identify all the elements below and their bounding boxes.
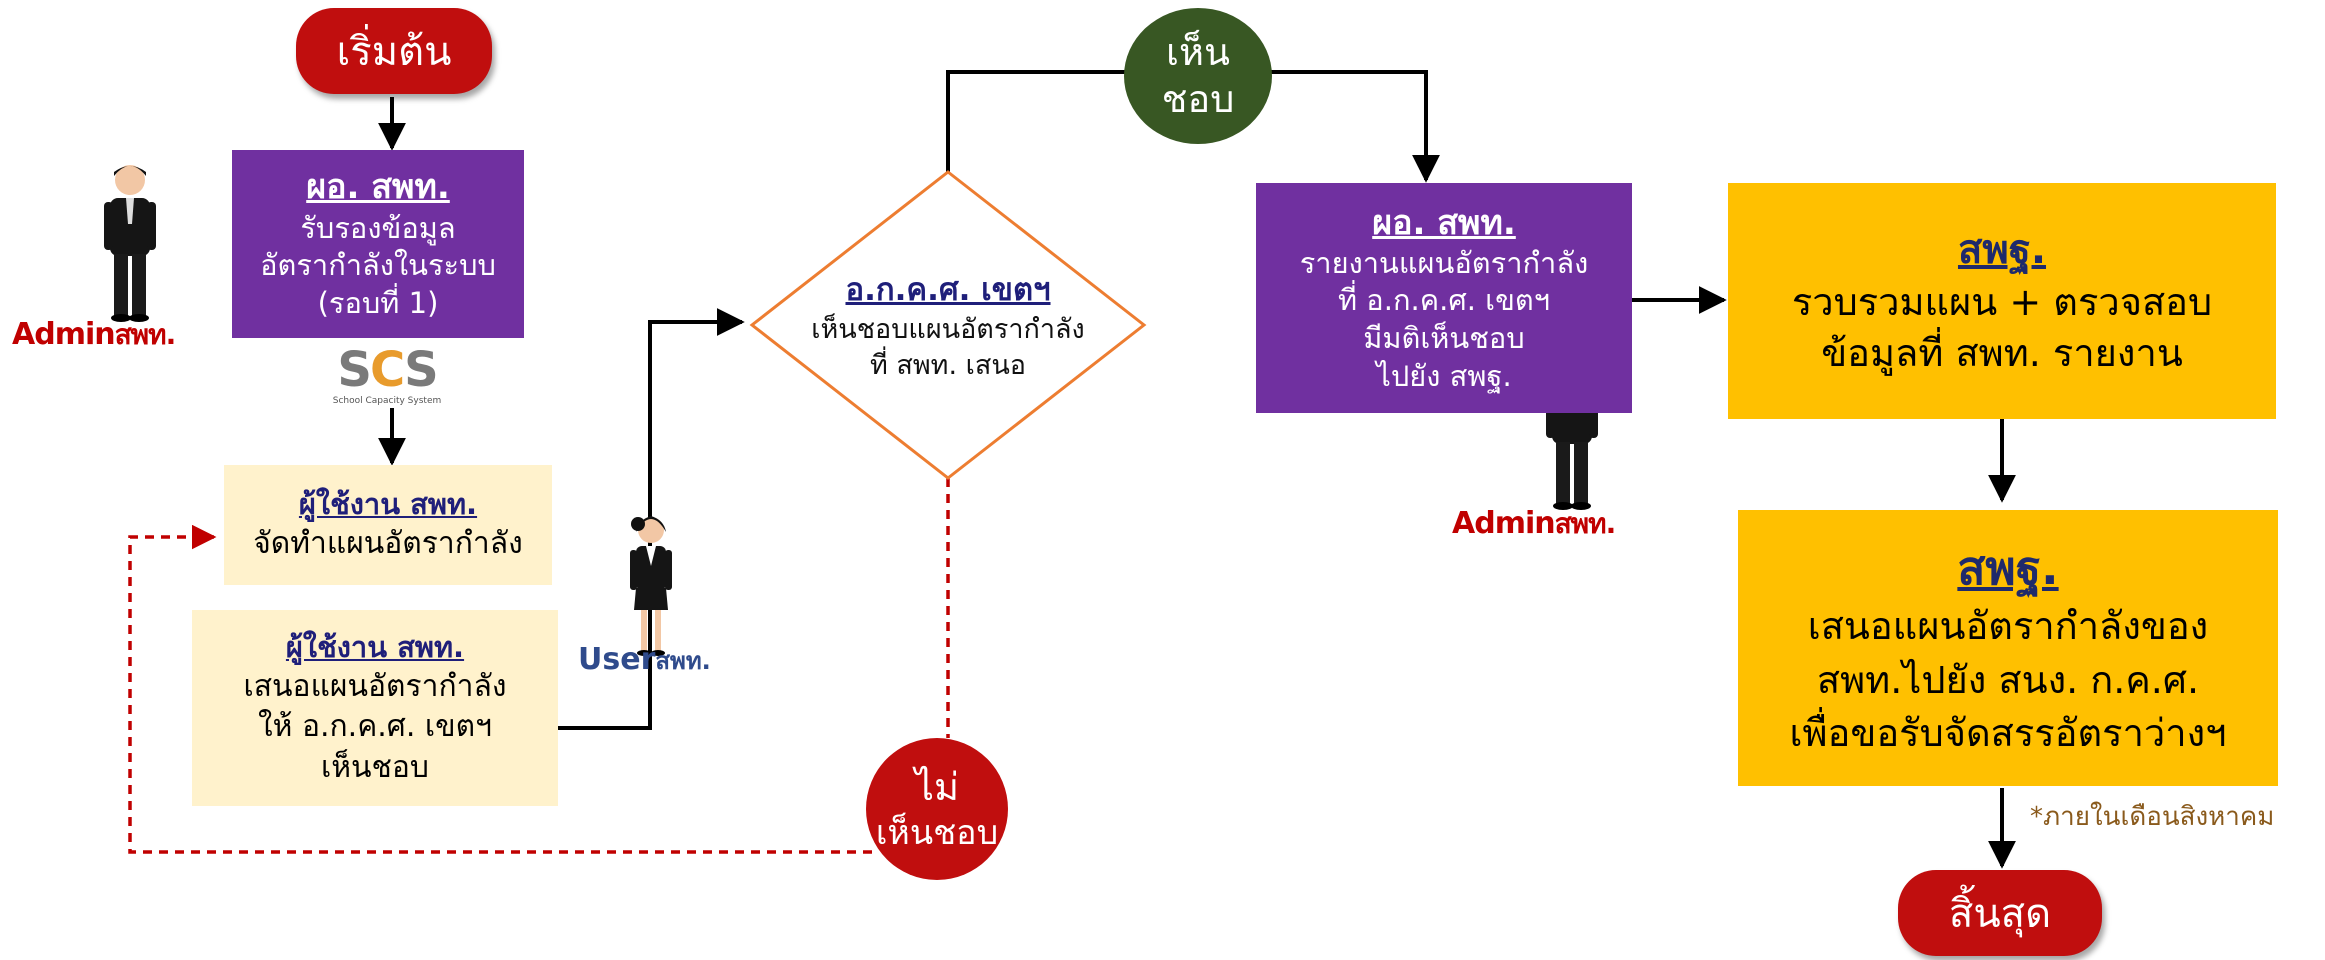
decision-line: เห็นชอบแผนอัตรากำลัง (811, 313, 1085, 345)
admin-role-label: Adminสพท. (12, 313, 177, 357)
report-line: มีมติเห็นชอบ (1363, 321, 1525, 356)
certify-box: ผอ. สพท. รับรองข้อมูล อัตรากำลังในระบบ (… (232, 150, 524, 338)
compile-line: ข้อมูลที่ สพท. รายงาน (1821, 331, 2183, 375)
start-node: เริ่มต้น (296, 8, 492, 94)
edge-approve-report (1270, 70, 1440, 183)
scs-logo: SCS School Capacity System (330, 346, 444, 406)
certify-line: อัตรากำลังในระบบ (260, 248, 496, 283)
end-node: สิ้นสุด (1898, 870, 2102, 956)
admin-role-main: Admin (1452, 506, 1556, 541)
prepare-box: ผู้ใช้งาน สพท. จัดทำแผนอัตรากำลัง (224, 465, 552, 585)
man-figure-icon (104, 165, 156, 322)
report-line: ไปยัง สพฐ. (1376, 358, 1512, 393)
deadline-note: *ภายในเดือนสิงหาคม (2030, 802, 2275, 832)
compile-box: สพฐ. รวบรวมแผน + ตรวจสอบ ข้อมูลที่ สพท. … (1728, 183, 2276, 419)
user-role-sub: สพท. (655, 647, 711, 675)
report-line: ที่ อ.ก.ค.ศ. เขตฯ (1337, 283, 1551, 318)
user-role-main: User (578, 642, 656, 677)
woman-figure-icon (630, 516, 672, 656)
submit-line: สพท.ไปยัง สนง. ก.ค.ศ. (1816, 657, 2200, 702)
approve-line: เห็น (1165, 29, 1230, 74)
decision-text: อ.ก.ค.ศ. เขตฯ เห็นชอบแผนอัตรากำลัง ที่ ส… (772, 270, 1124, 385)
report-box: ผอ. สพท. รายงานแผนอัตรากำลัง ที่ อ.ก.ค.ศ… (1256, 183, 1632, 413)
compile-head: สพฐ. (1957, 226, 2047, 273)
propose-head: ผู้ใช้งาน สพท. (285, 629, 465, 664)
decision-head: อ.ก.ค.ศ. เขตฯ (845, 272, 1051, 308)
decision-diamond (749, 170, 1147, 480)
certify-line: รับรองข้อมูล (300, 210, 456, 245)
scs-logo-subtitle: School Capacity System (332, 396, 442, 406)
admin-role-sub: สพท. (114, 318, 177, 351)
report-head: ผอ. สพท. (1372, 202, 1516, 243)
submit-line: เสนอแผนอัตรากำลังของ (1807, 604, 2209, 649)
propose-line: เสนอแผนอัตรากำลัง (243, 668, 507, 704)
start-label: เริ่มต้น (336, 29, 452, 75)
scs-logo-mark: SCS (337, 342, 438, 398)
propose-line: เห็นชอบ (321, 749, 429, 785)
compile-line: รวบรวมแผน + ตรวจสอบ (1791, 279, 2213, 324)
reject-node: ไม่ เห็นชอบ (866, 738, 1008, 880)
certify-head: ผอ. สพท. (306, 167, 450, 208)
reject-line: เห็นชอบ (875, 812, 999, 853)
prepare-head: ผู้ใช้งาน สพท. (298, 487, 478, 522)
certify-line: (รอบที่ 1) (317, 285, 439, 320)
submit-box: สพฐ. เสนอแผนอัตรากำลังของ สพท.ไปยัง สนง.… (1738, 510, 2278, 786)
edge-reject-prepare (128, 524, 872, 854)
admin-role-label: Adminสพท. (1452, 502, 1617, 546)
reject-line: ไม่ (914, 765, 960, 809)
approve-node: เห็น ชอบ (1124, 8, 1272, 144)
approve-line: ชอบ (1161, 77, 1235, 121)
edge-decision-approve (946, 70, 1128, 172)
submit-line: เพื่อขอรับจัดสรรอัตราว่างฯ (1789, 710, 2227, 755)
admin-role-sub: สพท. (1554, 507, 1617, 540)
propose-line: ให้ อ.ก.ค.ศ. เขตฯ (257, 709, 493, 745)
submit-head: สพฐ. (1957, 541, 2059, 596)
propose-box: ผู้ใช้งาน สพท. เสนอแผนอัตรากำลัง ให้ อ.ก… (192, 610, 558, 806)
prepare-line: จัดทำแผนอัตรากำลัง (253, 526, 523, 562)
end-label: สิ้นสุด (1948, 891, 2052, 937)
user-role-label: Userสพท. (578, 641, 711, 680)
admin-role-main: Admin (12, 317, 116, 352)
report-line: รายงานแผนอัตรากำลัง (1299, 245, 1589, 280)
decision-line: ที่ สพท. เสนอ (869, 350, 1026, 382)
